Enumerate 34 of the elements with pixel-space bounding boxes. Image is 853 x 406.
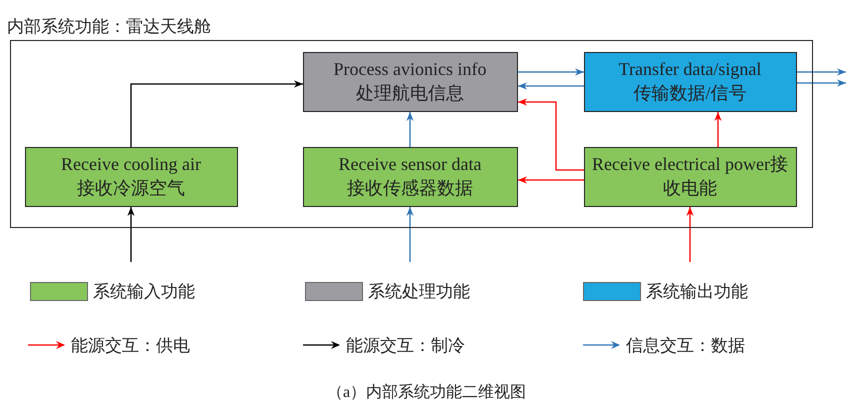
box-label: Receive sensor data (338, 153, 482, 176)
arrow (714, 112, 722, 147)
box-label: 传输数据/信号 (633, 82, 746, 104)
function-box (584, 146, 796, 206)
function-box (302, 146, 518, 206)
box-label: 处理航电信息 (356, 82, 464, 104)
box-label: Transfer data/signal (618, 58, 762, 82)
legend-label: 能源交互：供电 (71, 335, 190, 357)
caption: （a）内部系统功能二维视图 (326, 382, 528, 403)
arrow (127, 207, 135, 262)
frame-heading: 内部系统功能：雷达天线舱 (7, 16, 211, 38)
legend-label: 系统输入功能 (93, 281, 195, 303)
arrow (518, 68, 584, 76)
legend-label: 信息交互：数据 (626, 335, 745, 357)
box-label: Receive cooling air (61, 153, 201, 176)
legend-label: 系统处理功能 (368, 281, 470, 303)
legend-label: 系统输出功能 (646, 281, 748, 303)
function-box (24, 146, 238, 206)
arrow (797, 68, 846, 76)
arrow (797, 79, 846, 87)
arrow (130, 80, 303, 147)
box-label: Receive electrical power接收电能 (591, 153, 789, 200)
arrow (686, 207, 694, 262)
arrow (518, 98, 584, 171)
arrow (518, 82, 584, 90)
arrow (406, 207, 414, 262)
box-label: 接收传感器数据 (347, 176, 473, 200)
box-label: 接收冷源空气 (77, 176, 185, 200)
arrow (406, 112, 414, 147)
box-label: Process avionics info (334, 58, 486, 82)
function-box (302, 52, 518, 112)
arrow (518, 176, 584, 184)
function-box (584, 52, 796, 112)
legend-label: 能源交互：制冷 (346, 335, 465, 357)
